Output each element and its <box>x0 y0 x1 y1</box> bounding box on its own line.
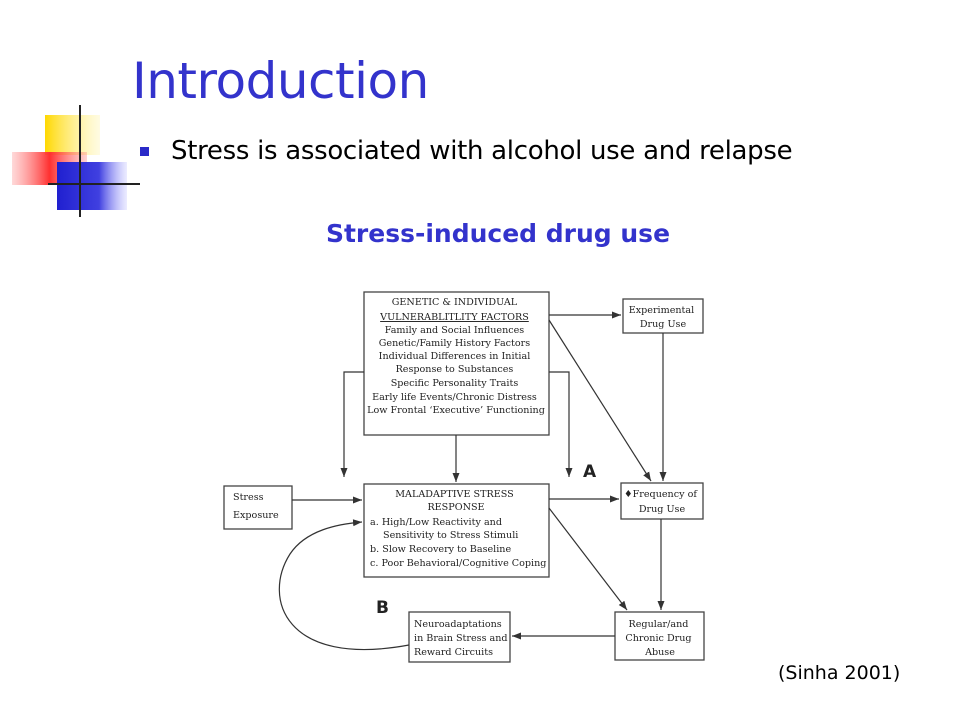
box-stress-exposure <box>223 485 293 530</box>
neuro-line-1: Neuroadaptations <box>414 619 502 630</box>
maladaptive-line-5: b. Slow Recovery to Baseline <box>370 544 511 555</box>
vuln-line-2: VULNERABLITLITY FACTORS <box>379 312 529 323</box>
arrow-vulnerability-to-frequency <box>548 319 652 482</box>
neuro-line-2: in Brain Stress and <box>414 633 508 644</box>
diagram-subtitle: Stress-induced drug use <box>325 219 671 248</box>
regular-line-2: Chronic Drug <box>625 633 691 644</box>
maladaptive-line-4: Sensitivity to Stress Stimuli <box>383 530 518 541</box>
text-experimental: Experimental Drug Use <box>629 305 698 330</box>
maladaptive-line-2: RESPONSE <box>427 502 484 513</box>
label-a: A <box>583 462 597 482</box>
stress-line-2: Exposure <box>233 510 279 521</box>
regular-line-1: Regular/and <box>629 619 689 630</box>
box-neuroadaptations <box>408 611 511 663</box>
text-stress-exposure: Stress Exposure <box>233 492 279 521</box>
vuln-line-3: Family and Social Influences <box>385 325 525 336</box>
box-maladaptive-stress-response <box>363 483 550 578</box>
vuln-line-8: Early life Events/Chronic Distress <box>372 392 537 403</box>
neuro-line-3: Reward Circuits <box>414 647 493 658</box>
vuln-line-4: Genetic/Family History Factors <box>379 338 531 349</box>
diagram-texts: GENETIC & INDIVIDUAL VULNERABLITLITY FAC… <box>233 297 700 658</box>
bullet-item: Stress is associated with alcohol use an… <box>140 136 793 166</box>
vuln-line-7: Specific Personality Traits <box>391 378 519 389</box>
diagram-arrows <box>278 311 667 651</box>
text-regular: Regular/and Chronic Drug Abuse <box>625 619 694 658</box>
arrow-left-branch <box>340 371 364 477</box>
text-maladaptive: MALADAPTIVE STRESS RESPONSE <box>395 489 517 513</box>
bullet-marker <box>140 146 149 156</box>
arrow-maladaptive-to-regular <box>548 507 628 611</box>
decorative-logo-blocks <box>12 105 140 217</box>
box-frequency-of-drug-use <box>620 482 704 520</box>
logo-yellow-block <box>45 115 100 155</box>
text-maladaptive-items: a. High/Low Reactivity and Sensitivity t… <box>370 517 546 569</box>
diagram-boxes <box>223 291 705 663</box>
text-neuroadaptations: Neuroadaptations in Brain Stress and Rew… <box>414 619 511 658</box>
maladaptive-line-3: a. High/Low Reactivity and <box>370 517 502 528</box>
experimental-line-2: Drug Use <box>640 319 687 330</box>
citation: (Sinha 2001) <box>778 662 901 684</box>
slide-title: Introduction <box>132 52 429 110</box>
vuln-line-5: Individual Differences in Initial <box>379 351 531 362</box>
text-frequency: ♦Frequency of Drug Use <box>624 489 700 515</box>
frequency-line-1: ♦Frequency of <box>624 489 698 500</box>
arrow-right-branch-a <box>549 371 573 477</box>
text-vulnerability: GENETIC & INDIVIDUAL VULNERABLITLITY FAC… <box>367 297 545 416</box>
bullet-text: Stress is associated with alcohol use an… <box>171 136 793 166</box>
vuln-line-1: GENETIC & INDIVIDUAL <box>392 297 518 308</box>
logo-blue-block <box>57 162 127 210</box>
stress-line-1: Stress <box>233 492 264 503</box>
maladaptive-line-6: c. Poor Behavioral/Cognitive Coping <box>370 558 546 569</box>
vuln-line-9: Low Frontal ‘Executive’ Functioning <box>367 405 545 416</box>
frequency-line-2: Drug Use <box>639 504 686 515</box>
maladaptive-line-1: MALADAPTIVE STRESS <box>395 489 513 500</box>
vuln-line-6: Response to Substances <box>396 364 514 375</box>
label-b: B <box>376 598 389 618</box>
arrow-feedback-loop-b <box>278 519 410 651</box>
regular-line-3: Abuse <box>644 647 675 658</box>
experimental-line-1: Experimental <box>629 305 694 316</box>
